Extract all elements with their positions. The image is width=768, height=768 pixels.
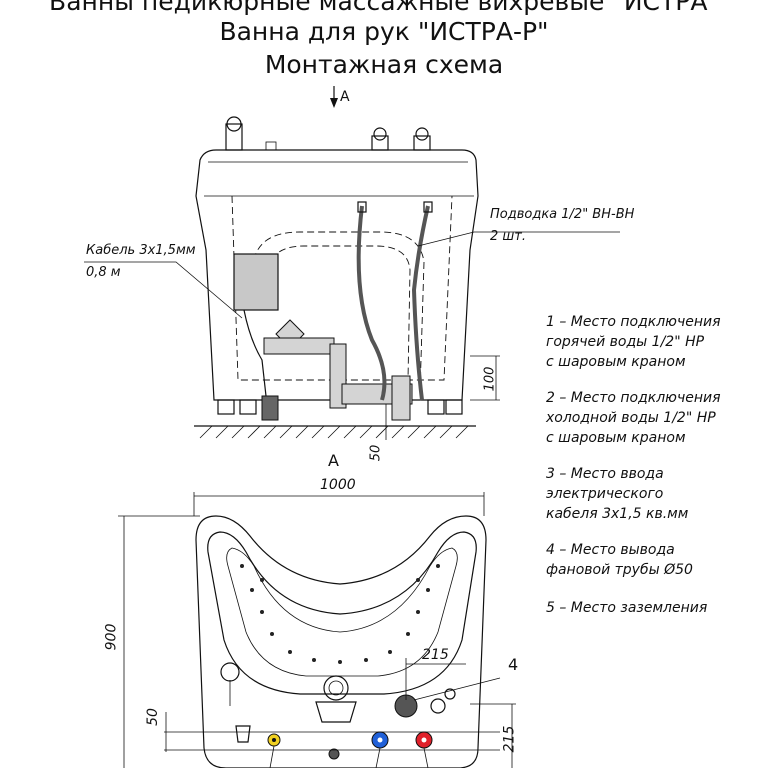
inner-u-channel-inner — [226, 547, 458, 677]
legend-3-line-2: электрического — [546, 486, 664, 502]
hot-point-center — [421, 737, 427, 743]
legend-item-5: 5 – Место заземления — [546, 598, 707, 618]
cable-point-3 — [328, 748, 340, 760]
marker-4-leader — [413, 677, 501, 701]
hose-cold — [411, 205, 430, 401]
plan-view — [118, 492, 516, 768]
legend-1-line-3: с шаровым краном — [546, 354, 686, 370]
title-line-1: Ванны педикюрные массажные вихревые "ИСТ… — [49, 0, 719, 16]
foot-3 — [427, 399, 445, 415]
aux-fitting — [430, 698, 446, 714]
drain-grille-inner — [328, 680, 344, 696]
top-fitting-valve-2-cap — [415, 127, 429, 141]
foot-2 — [239, 399, 257, 415]
marker-4-label: 4 — [508, 655, 519, 674]
legend-5-line-1: 5 – Место заземления — [546, 600, 708, 616]
view-arrow-head — [330, 98, 338, 108]
top-fitting-valve-1 — [371, 135, 389, 151]
side-elevation — [84, 86, 620, 440]
drain-outlet — [391, 375, 411, 421]
hose-leader — [417, 231, 620, 247]
hose-callout-line2: 2 шт. — [490, 229, 527, 244]
drain-grille — [323, 675, 349, 701]
top-fitting-left — [225, 123, 243, 151]
drain-housing — [315, 701, 357, 723]
top-fitting-small — [265, 141, 277, 151]
top-fitting-left-cap — [226, 116, 242, 132]
cable-callout-line2: 0,8 м — [86, 265, 121, 280]
legend-1-line-2: горячей воды 1/2" НР — [546, 334, 705, 350]
legend-2-line-3: с шаровым краном — [546, 430, 686, 446]
hose-hot — [356, 205, 387, 401]
top-fitting-valve-1-cap — [373, 127, 387, 141]
inner-u-channel — [207, 531, 477, 695]
legend-3-line-3: кабеля 3х1,5 кв.мм — [546, 506, 689, 522]
leader-2 — [375, 747, 381, 768]
cable-entry-block — [261, 395, 279, 421]
legend-4-line-2: фановой трубы Ø50 — [546, 562, 693, 578]
drain-pipe-horizontal — [263, 337, 335, 355]
hose-cold-fitting — [423, 201, 433, 213]
legend-item-4: 4 – Место вывода фановой трубы Ø50 — [546, 540, 693, 580]
tub-body-outline — [195, 149, 479, 401]
legend-1-line-1: 1 – Место подключения — [546, 314, 721, 330]
inner-channel-hidden — [253, 231, 425, 393]
title-line-3: Монтажная схема — [264, 50, 504, 79]
title-line-2: Ванна для рук "ИСТРА-Р" — [219, 17, 549, 46]
dim-900-text: 900 — [103, 623, 120, 651]
aux-fitting-2 — [444, 688, 456, 700]
legend-item-3: 3 – Место ввода электрического кабеля 3х… — [546, 464, 688, 524]
legend-4-line-1: 4 – Место вывода — [546, 542, 675, 558]
tap-fitting — [235, 725, 251, 743]
view-arrow-label: A — [340, 89, 350, 105]
legend-3-line-1: 3 – Место ввода — [546, 466, 664, 482]
dim-215-top-text: 215 — [422, 647, 449, 663]
hose-hot-fitting — [357, 201, 367, 213]
legend-2-line-1: 2 – Место подключения — [546, 390, 721, 406]
cold-point-center — [377, 737, 383, 743]
dim-1000-text: 1000 — [320, 477, 356, 493]
electric-cable — [243, 309, 267, 397]
control-knob — [220, 662, 240, 682]
control-box — [233, 253, 279, 311]
legend-item-1: 1 – Место подключения горячей воды 1/2" … — [546, 312, 721, 372]
jet-nozzles — [240, 564, 440, 664]
top-fitting-valve-2 — [413, 135, 431, 151]
dim-100-text: 100 — [482, 366, 498, 392]
hose-callout-line1: Подводка 1/2" ВН-ВН — [490, 207, 635, 222]
cable-leader — [84, 261, 243, 319]
foot-4 — [445, 399, 463, 415]
dim-215-side-text: 215 — [501, 725, 518, 753]
leader-5 — [269, 745, 275, 768]
foot-1 — [217, 399, 235, 415]
tub-rim-lines — [204, 161, 474, 197]
section-label: A — [328, 451, 339, 470]
dim-50-plan-text: 50 — [144, 708, 161, 726]
tub-plan-outline — [195, 515, 487, 768]
legend-2-line-2: холодной воды 1/2" НР — [546, 410, 716, 426]
dim-50-side-text: 50 — [368, 444, 384, 462]
legend-item-2: 2 – Место подключения холодной воды 1/2"… — [546, 388, 721, 448]
leader-1 — [423, 747, 429, 768]
floor-hatch — [199, 425, 469, 439]
ground-point-center — [272, 738, 276, 742]
cable-callout-line1: Кабель 3х1,5мм — [86, 243, 196, 258]
